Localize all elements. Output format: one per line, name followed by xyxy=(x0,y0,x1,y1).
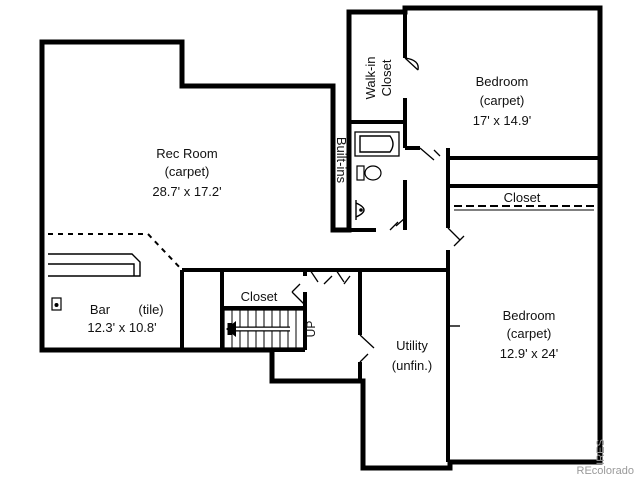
rec-room-size: 28.7' x 17.2' xyxy=(152,184,221,199)
bedroom-2-floor: (carpet) xyxy=(507,326,552,341)
bar-name: Bar xyxy=(90,302,111,317)
toilet-tank xyxy=(356,165,365,181)
toilet-bowl xyxy=(364,165,382,181)
watermark-side: IRES xyxy=(595,439,607,465)
watermark-text: REcolorado xyxy=(577,465,634,477)
bar-counter xyxy=(48,233,185,311)
bedroom-2-name: Bedroom xyxy=(503,308,556,323)
bar-size: 12.3' x 10.8' xyxy=(87,320,156,335)
rec-room-name: Rec Room xyxy=(156,146,217,161)
bedroom-1-floor: (carpet) xyxy=(480,93,525,108)
walk-in-closet-line1: Walk-in xyxy=(363,57,378,100)
interior-walls xyxy=(180,12,600,462)
walk-in-closet-line2: Closet xyxy=(379,59,394,96)
utility-name: Utility xyxy=(396,338,428,353)
bathtub xyxy=(354,131,400,157)
built-ins-label: Built-ins xyxy=(334,137,349,184)
stair-closet-label: Closet xyxy=(241,289,278,304)
bathroom-fixtures xyxy=(354,131,400,220)
stairs xyxy=(223,309,305,349)
bedroom-1-size: 17' x 14.9' xyxy=(473,113,531,128)
sink xyxy=(355,200,365,220)
bedroom-2-size: 12.9' x 24' xyxy=(500,346,558,361)
stairs-up-label: UP xyxy=(304,321,318,338)
bar-floor: (tile) xyxy=(138,302,163,317)
utility-floor: (unfin.) xyxy=(392,358,432,373)
exterior-wall xyxy=(39,5,603,471)
closet-rod xyxy=(454,205,594,211)
doors xyxy=(291,57,465,363)
bedroom-1-name: Bedroom xyxy=(476,74,529,89)
rec-room-floor: (carpet) xyxy=(165,164,210,179)
bedroom-closet-label: Closet xyxy=(504,190,541,205)
